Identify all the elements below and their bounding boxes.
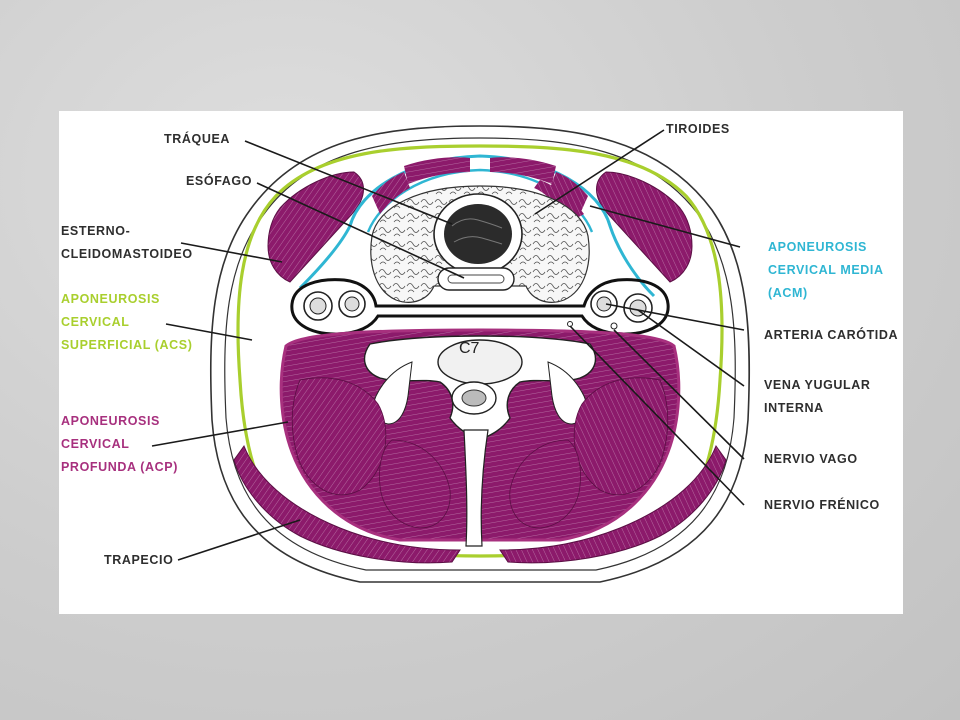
label-acp: APONEUROSIS CERVICAL PROFUNDA (ACP) [61, 410, 178, 479]
label-tiroides-line: TIROIDES [666, 122, 730, 136]
label-yugular-line2: INTERNA [764, 401, 824, 415]
label-esofago: ESÓFAGO [186, 170, 252, 193]
label-tiroides: TIROIDES [666, 118, 730, 141]
label-acs: APONEUROSIS CERVICAL SUPERFICIAL (ACS) [61, 288, 193, 357]
label-acs-line2: CERVICAL [61, 315, 130, 329]
label-acp-line3: PROFUNDA (ACP) [61, 460, 178, 474]
label-frenico-line: NERVIO FRÉNICO [764, 498, 880, 512]
skin-outline [209, 125, 751, 583]
sternocleidomastoid-right [596, 171, 693, 283]
carotid-sheath-left [303, 290, 366, 321]
label-vago-line: NERVIO VAGO [764, 452, 858, 466]
label-acm: APONEUROSIS CERVICAL MEDIA (ACM) [768, 236, 884, 305]
label-acm-line1: APONEUROSIS [768, 240, 867, 254]
label-esofago-line: ESÓFAGO [186, 174, 253, 188]
label-esternocleido-line1: ESTERNO- [61, 224, 131, 238]
esophagus [437, 267, 515, 291]
label-nervio-frenico: NERVIO FRÉNICO [764, 494, 880, 517]
deep-neck-muscles-left [291, 377, 387, 496]
trapezius-right [499, 444, 727, 564]
label-acp-line1: APONEUROSIS [61, 414, 160, 428]
label-esternocleidomastoideo: ESTERNO- CLEIDOMASTOIDEO [61, 220, 193, 266]
label-acm-line2: CERVICAL MEDIA [768, 263, 884, 277]
label-arteria-carotida: ARTERIA CARÓTIDA [764, 324, 898, 347]
label-vena-yugular: VENA YUGULAR INTERNA [764, 374, 871, 420]
vertebra-label: C7 [459, 340, 480, 357]
label-traquea-line: TRÁQUEA [164, 132, 231, 146]
label-carotida-line: ARTERIA CARÓTIDA [764, 328, 899, 342]
trachea [433, 193, 523, 275]
label-trapecio: TRAPECIO [104, 549, 173, 572]
trapezius-left [233, 444, 461, 564]
label-traquea: TRÁQUEA [164, 128, 230, 151]
label-acs-line1: APONEUROSIS [61, 292, 160, 306]
label-acs-line3: SUPERFICIAL (ACS) [61, 338, 193, 352]
vertebra-c7 [363, 335, 597, 547]
label-yugular-line1: VENA YUGULAR [764, 378, 871, 392]
label-trapecio-line: TRAPECIO [104, 553, 174, 567]
deep-neck-muscles-right [573, 377, 669, 496]
label-acp-line2: CERVICAL [61, 437, 130, 451]
label-esternocleido-line2: CLEIDOMASTOIDEO [61, 247, 193, 261]
label-acm-line3: (ACM) [768, 286, 808, 300]
leader-lines [151, 129, 745, 561]
label-nervio-vago: NERVIO VAGO [764, 448, 858, 471]
